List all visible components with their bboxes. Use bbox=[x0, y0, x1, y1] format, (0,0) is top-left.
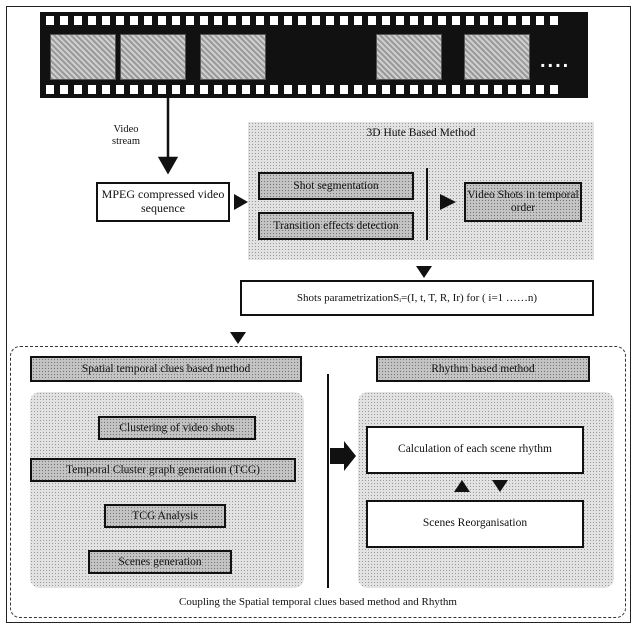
film-sprockets-top bbox=[46, 16, 582, 25]
spatial-temporal-title: Spatial temporal clues based method bbox=[30, 356, 302, 382]
film-sprockets-bottom bbox=[46, 85, 582, 94]
film-frame bbox=[286, 34, 352, 80]
rhythm-panel bbox=[358, 392, 614, 588]
outer-frame bbox=[6, 6, 631, 623]
film-frame bbox=[50, 34, 116, 80]
hue-divider bbox=[426, 168, 428, 240]
calc-rhythm-box: Calculation of each scene rhythm bbox=[366, 426, 584, 474]
shot-segmentation-box: Shot segmentation bbox=[258, 172, 414, 200]
video-stream-label: Video stream bbox=[112, 124, 140, 147]
method-divider bbox=[327, 374, 329, 588]
tcg-analysis-box: TCG Analysis bbox=[104, 504, 226, 528]
film-frame bbox=[200, 34, 266, 80]
shots-parametrization-box: Shots parametrizationSᵢ=(I, t, T, R, Ir)… bbox=[240, 280, 594, 316]
calc-to-reorg-arrowhead bbox=[492, 480, 508, 492]
film-frame bbox=[376, 34, 442, 80]
scenes-reorganisation-box: Scenes Reorganisation bbox=[366, 500, 584, 548]
video-stream-arrowhead bbox=[157, 156, 179, 175]
tcg-generation-box: Temporal Cluster graph generation (TCG) bbox=[30, 458, 296, 482]
mpeg-box: MPEG compressed video sequence bbox=[96, 182, 230, 222]
transition-detection-box: Transition effects detection bbox=[258, 212, 414, 240]
coupling-caption: Coupling the Spatial temporal clues base… bbox=[178, 596, 457, 608]
film-ellipsis: .... bbox=[540, 50, 571, 72]
reorg-to-calc-arrowhead bbox=[454, 480, 470, 492]
param-to-spatial-arrowhead bbox=[230, 332, 246, 344]
film-frame bbox=[464, 34, 530, 80]
spatial-to-rhythm-arrow bbox=[330, 441, 356, 471]
clustering-box: Clustering of video shots bbox=[98, 416, 256, 440]
mpeg-to-hue-arrowhead bbox=[234, 194, 248, 210]
rhythm-title: Rhythm based method bbox=[376, 356, 590, 382]
hue-to-shots-arrowhead bbox=[440, 194, 456, 210]
film-frame bbox=[120, 34, 186, 80]
video-shots-box: Video Shots in temporal order bbox=[464, 182, 582, 222]
coupling-region bbox=[10, 346, 626, 618]
hue-to-param-arrowhead bbox=[416, 266, 432, 278]
hue-method-title: 3D Hute Based Method bbox=[366, 127, 476, 139]
film-strip: .... bbox=[40, 12, 588, 98]
scenes-generation-box: Scenes generation bbox=[88, 550, 232, 574]
